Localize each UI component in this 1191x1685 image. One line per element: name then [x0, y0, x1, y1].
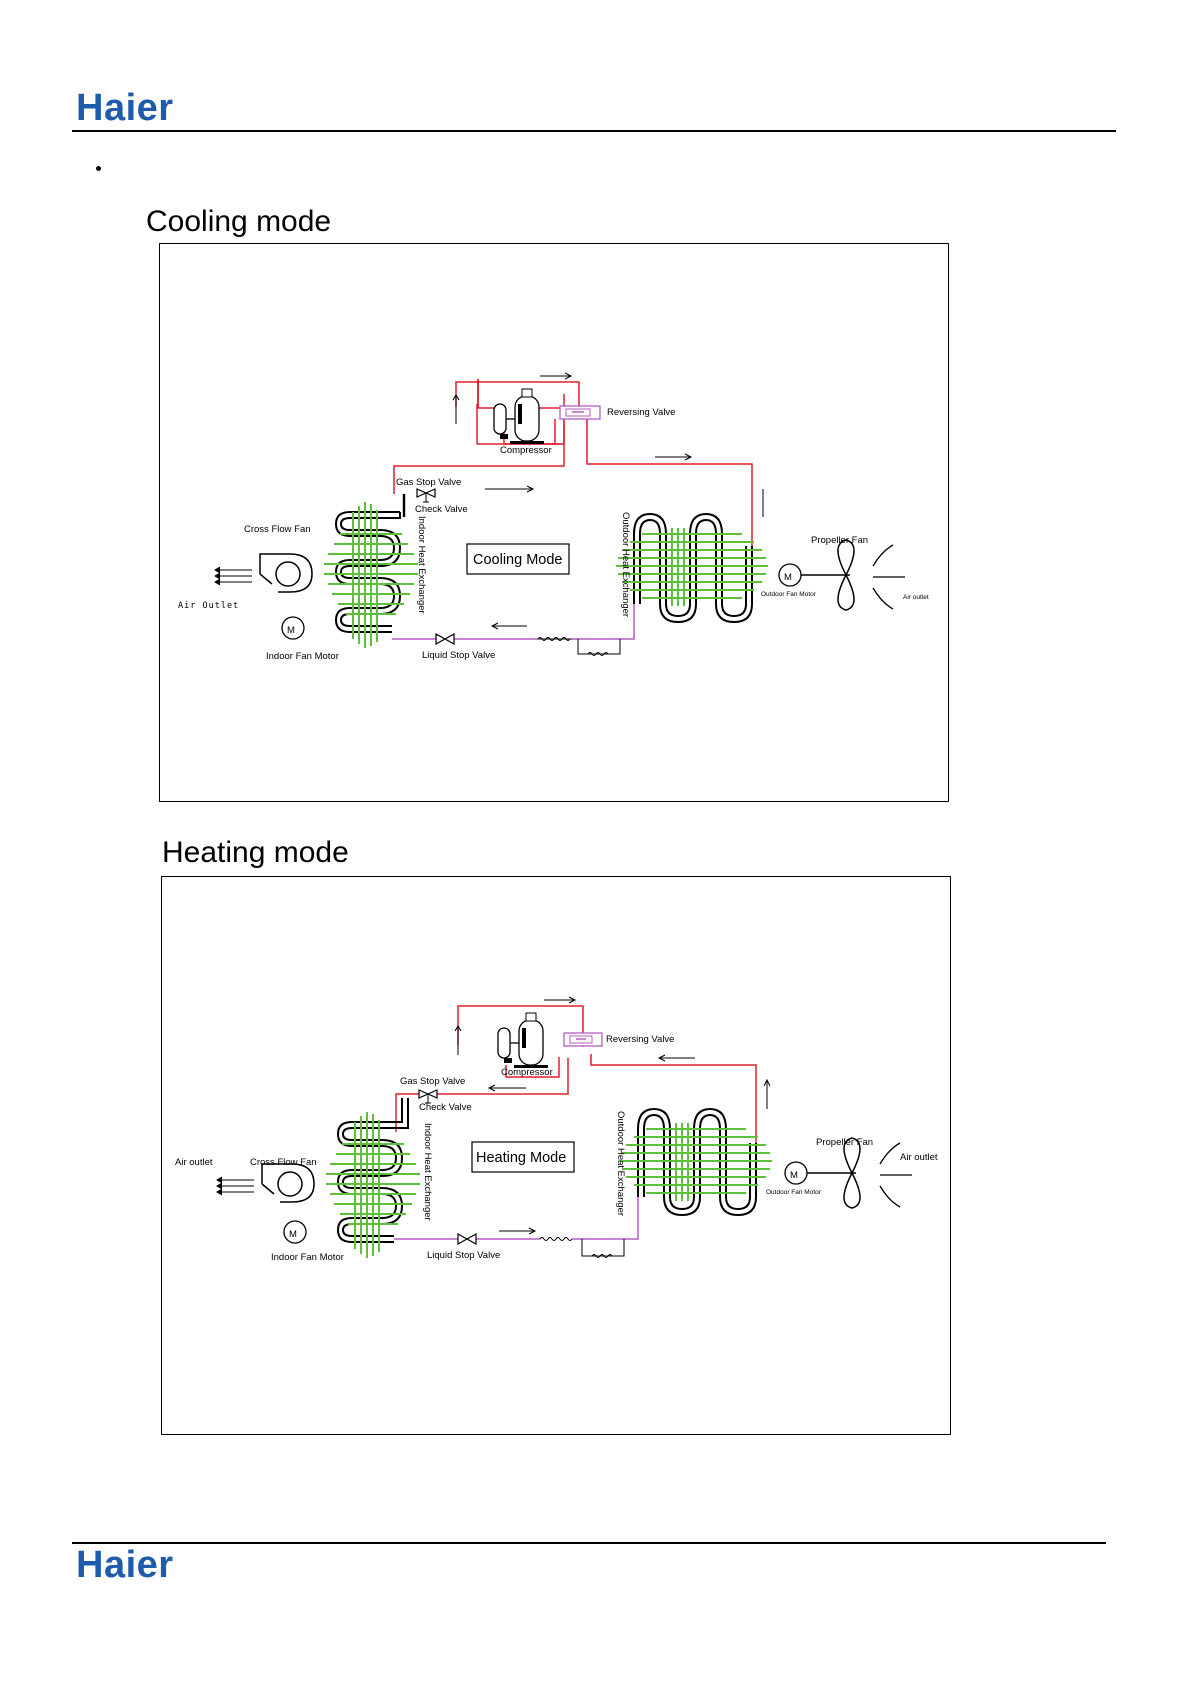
compressor-icon	[493, 388, 544, 444]
air-outlet-right-label: Air outlet	[900, 1152, 938, 1163]
gas-stop-valve-label: Gas Stop Valve	[400, 1076, 465, 1087]
svg-text:M: M	[790, 1170, 798, 1181]
compressor-label: Compressor	[500, 445, 552, 456]
cross-flow-fan-label: Cross Flow Fan	[250, 1157, 317, 1168]
propeller-fan-label: Propeller Fan	[811, 535, 868, 546]
liquid-stop-valve-label: Liquid Stop Valve	[422, 650, 495, 661]
indoor-fan-motor-icon: M	[281, 616, 305, 640]
cooling-mode-box	[466, 543, 570, 575]
cooling-diagram-panel: Compressor Reversing Valve Gas Stop Valv…	[159, 243, 949, 802]
cross-flow-fan-icon	[259, 553, 313, 593]
outdoor-heat-exchanger	[620, 1107, 772, 1217]
outdoor-fan-motor-label: Outdoor Fan Motor	[766, 1189, 822, 1196]
indoor-hx-label: Indoor Heat Exchanger	[422, 1123, 433, 1221]
outdoor-fan-motor-label: Outdoor Fan Motor	[761, 591, 817, 598]
heating-mode-title: Heating mode	[162, 836, 349, 869]
gas-stop-valve-label: Gas Stop Valve	[396, 477, 461, 488]
indoor-fan-motor-label: Indoor Fan Motor	[271, 1252, 344, 1263]
cross-flow-fan-label: Cross Flow Fan	[244, 524, 311, 535]
heating-mode-box	[471, 1141, 575, 1173]
cooling-diagram: Compressor Reversing Valve Gas Stop Valv…	[178, 372, 929, 662]
reversing-valve-label: Reversing Valve	[607, 407, 675, 418]
air-outlet-arrows-right	[879, 1142, 912, 1208]
svg-text:M: M	[784, 572, 792, 583]
air-outlet-left-label: Air Outlet	[178, 601, 239, 611]
outdoor-fan-motor-icon: M	[778, 563, 850, 587]
cross-flow-fan-icon	[261, 1163, 315, 1203]
compressor-icon	[497, 1012, 548, 1068]
outdoor-fins	[620, 1123, 772, 1201]
compressor-label: Compressor	[501, 1067, 553, 1078]
check-valve-label: Check Valve	[419, 1102, 472, 1113]
propeller-fan-icon	[843, 1137, 861, 1209]
indoor-fan-motor-icon: M	[283, 1220, 307, 1244]
liquid-stop-valve-label: Liquid Stop Valve	[427, 1250, 500, 1261]
cooling-mode-title: Cooling mode	[146, 205, 332, 238]
outdoor-fins	[616, 528, 768, 606]
haier-logo-footer: Haier	[76, 1544, 174, 1586]
outdoor-heat-exchanger	[616, 512, 768, 624]
indoor-fan-motor-label: Indoor Fan Motor	[266, 651, 339, 662]
check-valve-label: Check Valve	[415, 504, 468, 515]
air-outlet-arrows-left	[216, 1176, 254, 1196]
liquid-stop-valve-icon	[435, 632, 455, 646]
mode-box-label: Heating Mode	[476, 1150, 566, 1166]
svg-text:M: M	[289, 1229, 297, 1240]
air-outlet-arrows-left	[214, 566, 252, 586]
propeller-fan-label: Propeller Fan	[816, 1137, 873, 1148]
outdoor-hx-label: Outdoor Heat Exchanger	[620, 512, 631, 617]
reversing-valve-icon	[563, 1032, 603, 1047]
svg-text:M: M	[287, 625, 295, 636]
indoor-fins	[326, 1112, 420, 1258]
reversing-valve-label: Reversing Valve	[606, 1034, 674, 1045]
indoor-fins	[324, 502, 418, 648]
propeller-fan-icon	[837, 539, 855, 611]
liquid-stop-valve-icon	[457, 1232, 477, 1246]
list-bullet	[96, 166, 101, 171]
indoor-hx-label: Indoor Heat Exchanger	[416, 516, 427, 614]
air-outlet-right-label: Air outlet	[903, 594, 929, 601]
air-outlet-left-label: Air outlet	[175, 1157, 213, 1168]
footer-rule	[72, 1542, 1106, 1544]
air-outlet-arrows-right	[872, 544, 905, 610]
outdoor-hx-label: Outdoor Heat Exchanger	[615, 1111, 626, 1216]
indoor-heat-exchanger	[326, 1098, 420, 1258]
outdoor-fan-motor-icon: M	[784, 1161, 856, 1185]
header-rule	[72, 130, 1116, 132]
reversing-valve-icon	[559, 405, 601, 420]
gas-stop-valve-icon	[416, 488, 436, 503]
haier-logo-header: Haier	[76, 87, 174, 129]
gas-stop-valve-icon	[418, 1089, 438, 1104]
mode-box-label: Cooling Mode	[473, 552, 562, 568]
indoor-heat-exchanger	[324, 494, 418, 648]
heating-diagram-panel: Compressor Reversing Valve Gas Stop Valv…	[161, 876, 951, 1435]
heating-diagram: Compressor Reversing Valve Gas Stop Valv…	[175, 996, 938, 1263]
